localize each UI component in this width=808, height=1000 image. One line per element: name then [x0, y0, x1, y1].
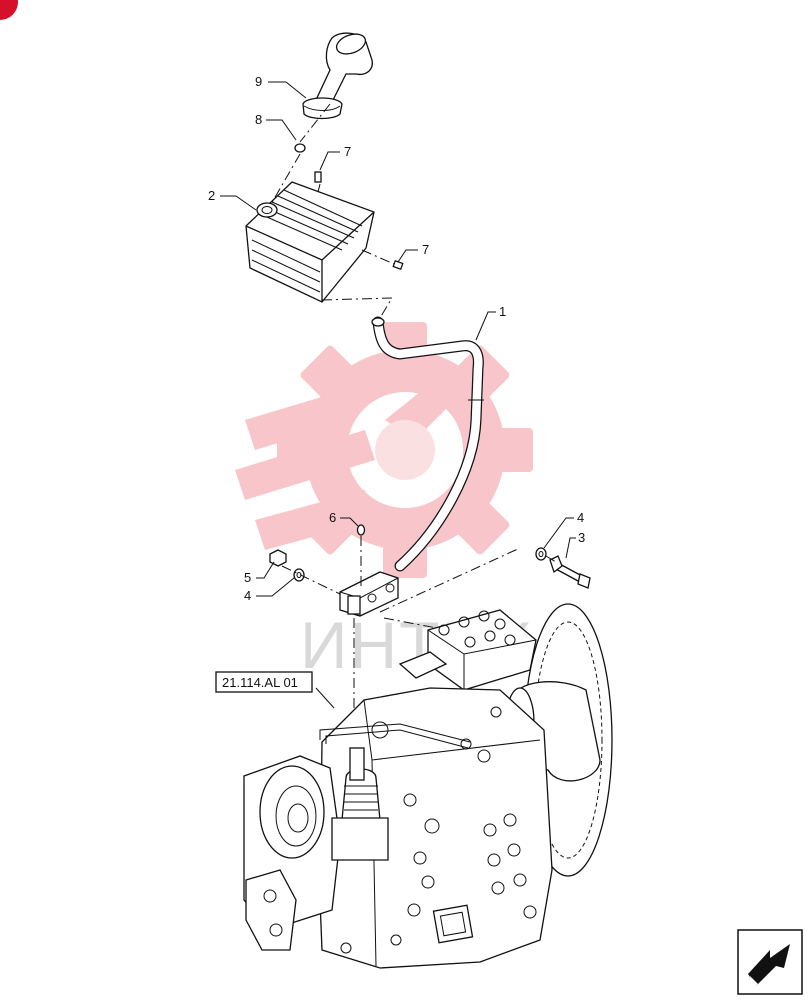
callout-2: 2: [208, 188, 215, 203]
part-4-washer-left: [293, 568, 305, 582]
brand-corner-mark-icon: [0, 0, 18, 20]
callout-3: 3: [578, 530, 585, 545]
callout-6: 6: [329, 510, 336, 525]
callout-labels: 9 8 7 2 7 1 6 4 3 5 4: [208, 74, 585, 603]
part-4-washer-right: [535, 547, 547, 561]
callout-9: 9: [255, 74, 262, 89]
part-3-bolt: [549, 555, 591, 589]
callout-7-top: 7: [344, 144, 351, 159]
callout-leaders: [220, 81, 576, 709]
callout-8: 8: [255, 112, 262, 127]
part-2-gear-lever-boot: [245, 181, 375, 303]
part-5-nut: [269, 549, 287, 567]
reference-box-label: 21.114.AL 01: [222, 675, 298, 690]
part-8-pin: [294, 143, 306, 153]
callout-4-right: 4: [577, 510, 584, 525]
part-1-gear-lever: [339, 316, 484, 617]
callout-7-right: 7: [422, 242, 429, 257]
part-7-screw-right: [392, 259, 404, 271]
callout-5: 5: [244, 570, 251, 585]
part-7-screw-top: [314, 171, 322, 183]
navigation-arrow-icon[interactable]: [737, 929, 803, 995]
reference-box[interactable]: 21.114.AL 01: [215, 671, 313, 693]
part-6-plug: [356, 524, 366, 536]
callout-1: 1: [499, 304, 506, 319]
gear-watermark-icon: [235, 322, 533, 578]
transmission-housing: [243, 603, 613, 969]
callout-4-left: 4: [244, 588, 251, 603]
part-9-shift-knob: [302, 32, 373, 120]
